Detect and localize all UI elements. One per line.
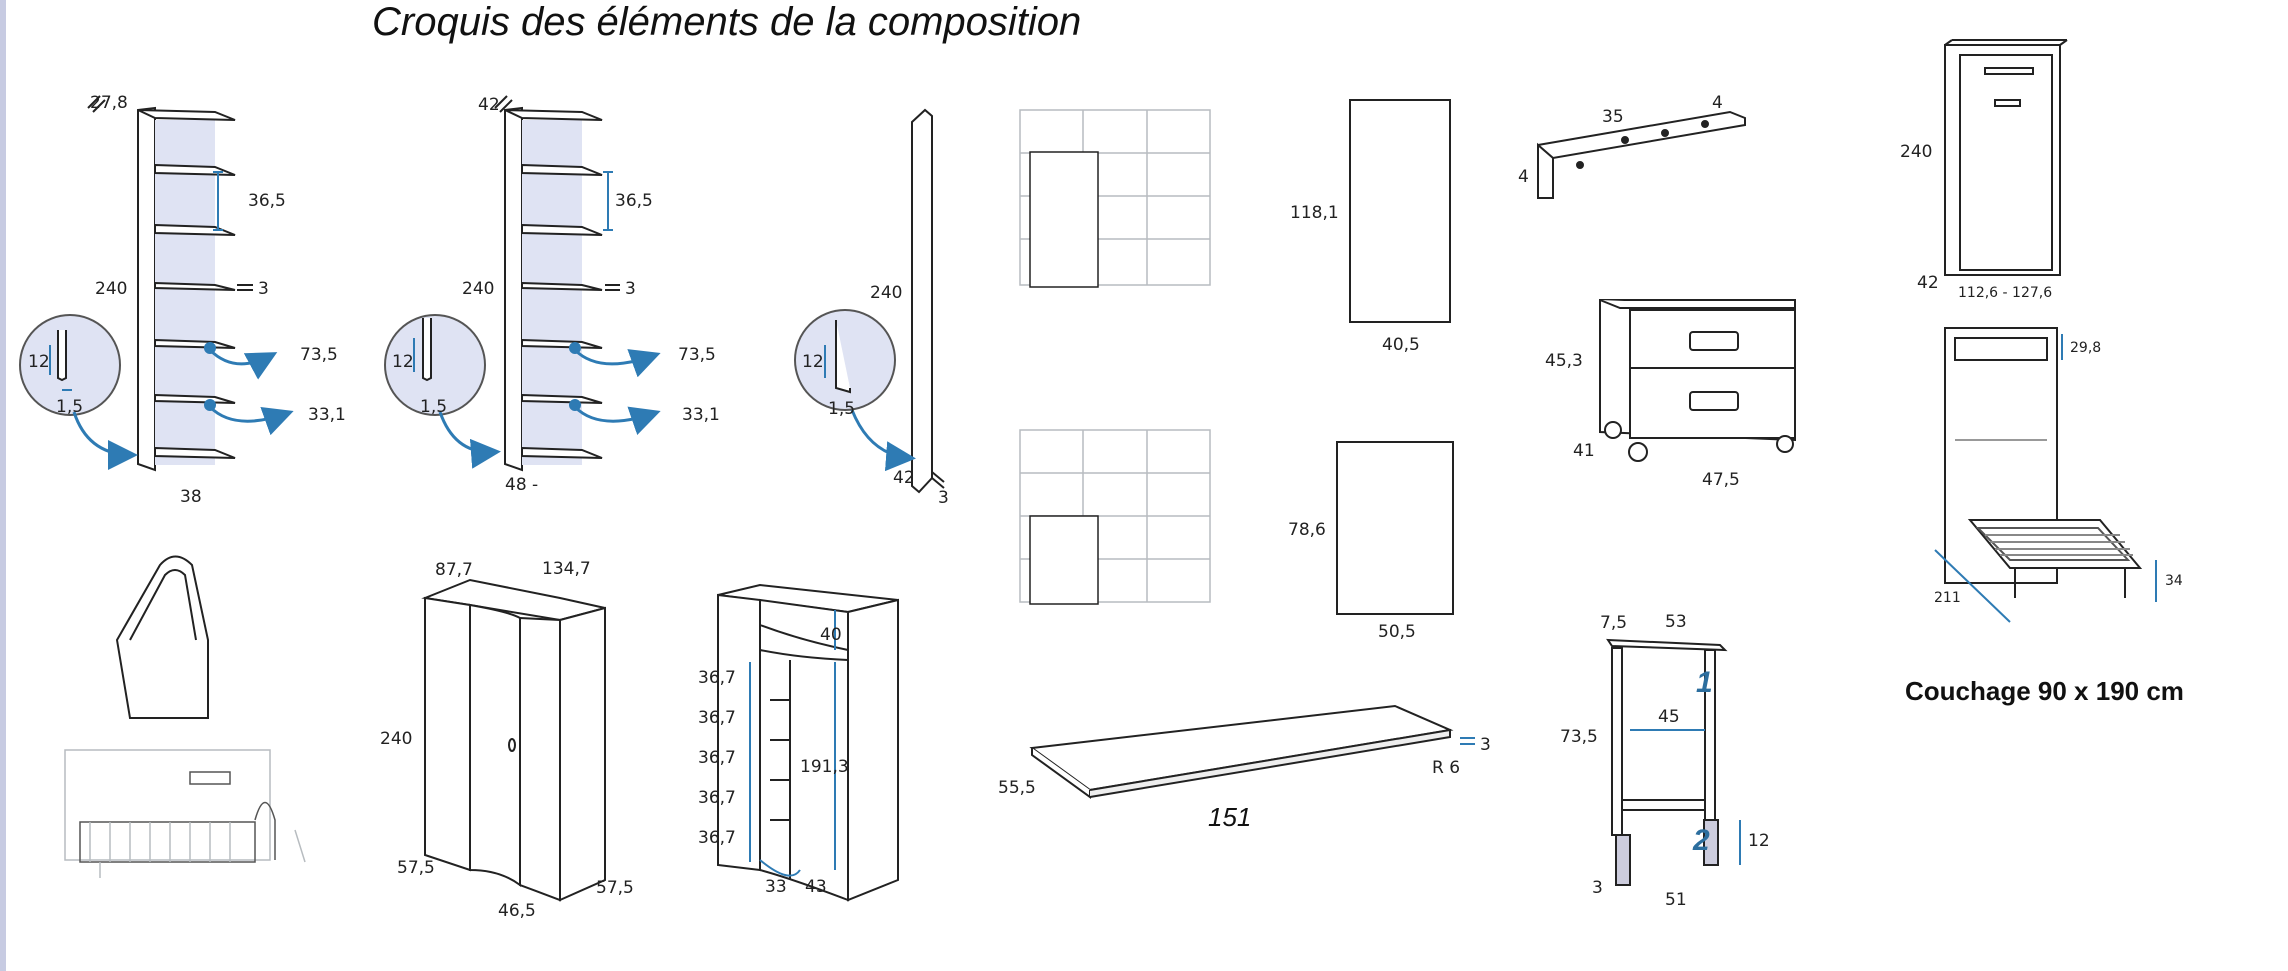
shelf2-arrow1-label: 73,5 bbox=[678, 345, 716, 365]
shelf2-spacing-label: 36,5 bbox=[615, 191, 653, 211]
side-panel bbox=[794, 108, 945, 494]
foldbed-height-label: 240 bbox=[1900, 142, 1932, 162]
wall-bracket bbox=[1537, 110, 1746, 199]
cube-bookcase-2 bbox=[1019, 429, 1211, 605]
desk-depth-label: 55,5 bbox=[998, 778, 1036, 798]
wardrobe-w2-label: 134,7 bbox=[542, 559, 591, 579]
shelf1-top-label: 27,8 bbox=[90, 93, 128, 113]
shelf2-inset-w-label: 1,5 bbox=[420, 397, 447, 417]
foldbed-leg-label: 34 bbox=[2165, 573, 2183, 589]
desk-leg-bottom-label: 51 bbox=[1665, 890, 1687, 910]
door-panel-1-width-label: 40,5 bbox=[1382, 335, 1420, 355]
desk-leg bbox=[1606, 638, 1741, 886]
cube-bookcase-1 bbox=[1019, 109, 1211, 288]
door-panel-2 bbox=[1336, 441, 1454, 615]
shelf1-bottom-label: 38 bbox=[180, 487, 202, 507]
shelf1-thickness-label: 3 bbox=[258, 279, 269, 299]
side-panel-height-label: 240 bbox=[870, 283, 902, 303]
wardrobe-height-label: 240 bbox=[380, 729, 412, 749]
shelf1-arrow2-label: 33,1 bbox=[308, 405, 346, 425]
side-panel-inset-h-label: 12 bbox=[802, 352, 824, 372]
foldbed-top-label: 29,8 bbox=[2070, 340, 2101, 356]
shelf1-inset-h-label: 12 bbox=[28, 352, 50, 372]
door-panel-1-height-label: 118,1 bbox=[1290, 203, 1339, 223]
desk-leg-foot-label: 12 bbox=[1748, 831, 1770, 851]
desk-leg-length-label: 53 bbox=[1665, 612, 1687, 632]
shelf-2-boards bbox=[521, 163, 603, 459]
wardrobe-side-a-label: 57,5 bbox=[397, 858, 435, 878]
foldbed-caption: Couchage 90 x 190 cm bbox=[1905, 676, 2184, 706]
foldbed-open bbox=[1934, 327, 2157, 623]
shelf2-top-label: 42 bbox=[478, 95, 500, 115]
corner-unit-top-label: 40 bbox=[820, 625, 842, 645]
foldbed-closed bbox=[1944, 39, 2068, 276]
shelf1-spacing-label: 36,5 bbox=[248, 191, 286, 211]
shelf2-thickness-label: 3 bbox=[625, 279, 636, 299]
shelf2-bottom-label: 48 - bbox=[505, 475, 538, 495]
corner-unit-shelf-3-label: 36,7 bbox=[698, 748, 736, 768]
side-panel-depth-label: 42 bbox=[893, 468, 915, 488]
side-panel-thickness-label: 3 bbox=[938, 488, 949, 508]
shelf-unit-1 bbox=[19, 95, 294, 472]
bracket-side-label: 4 bbox=[1518, 167, 1529, 187]
desk-leg-base-label: 3 bbox=[1592, 878, 1603, 898]
bracket-length-label: 35 bbox=[1602, 107, 1624, 127]
desk-leg-width-label: 45 bbox=[1658, 707, 1680, 727]
desk-thickness-label: 3 bbox=[1480, 735, 1491, 755]
corner-unit-b2-label: 43 bbox=[805, 877, 827, 897]
nightstand-depth-label: 41 bbox=[1573, 441, 1595, 461]
page-border bbox=[0, 0, 6, 971]
desk-radius-label: R 6 bbox=[1432, 758, 1460, 778]
desk-leg-step-2: 2 bbox=[1692, 824, 1710, 857]
horizontal-foldbed bbox=[64, 749, 306, 878]
shelf2-arrow2-label: 33,1 bbox=[682, 405, 720, 425]
shelf-unit-2 bbox=[384, 95, 661, 472]
corner-unit-shelf-4-label: 36,7 bbox=[698, 788, 736, 808]
shelf1-height-label: 240 bbox=[95, 279, 127, 299]
shelf1-inset-w-label: 1,5 bbox=[56, 397, 83, 417]
nightstand-width-label: 47,5 bbox=[1702, 470, 1740, 490]
shelf1-arrow1-label: 73,5 bbox=[300, 345, 338, 365]
foldbed-open-depth-label: 211 bbox=[1934, 590, 1961, 606]
desk-top bbox=[1029, 704, 1475, 799]
door-panel-1 bbox=[1349, 99, 1451, 323]
nightstand-height-label: 45,3 bbox=[1545, 351, 1583, 371]
wardrobe-side-b-label: 57,5 bbox=[596, 878, 634, 898]
desk-leg-height-label: 73,5 bbox=[1560, 727, 1598, 747]
desk-leg-step-1: 1 bbox=[1696, 666, 1713, 699]
corner-unit-shelf-5-label: 36,7 bbox=[698, 828, 736, 848]
page-title: Croquis des éléments de la composition bbox=[372, 0, 1082, 44]
mirror bbox=[115, 555, 209, 719]
wardrobe-w1-label: 87,7 bbox=[435, 560, 473, 580]
bracket-depth-label: 4 bbox=[1712, 93, 1723, 113]
desk-length-label: 151 bbox=[1208, 802, 1251, 832]
corner-unit bbox=[717, 583, 899, 902]
corner-unit-b1-label: 33 bbox=[765, 877, 787, 897]
shelf2-inset-h-label: 12 bbox=[392, 352, 414, 372]
nightstand bbox=[1599, 299, 1796, 462]
corner-unit-shelf-2-label: 36,7 bbox=[698, 708, 736, 728]
foldbed-depth-label: 42 bbox=[1917, 273, 1939, 293]
side-panel-inset-w-label: 1,5 bbox=[828, 399, 855, 419]
desk-leg-top-label: 7,5 bbox=[1600, 613, 1627, 633]
corner-wardrobe bbox=[421, 578, 606, 902]
corner-unit-shelf-1-label: 36,7 bbox=[698, 668, 736, 688]
door-panel-2-width-label: 50,5 bbox=[1378, 622, 1416, 642]
foldbed-width-label: 112,6 - 127,6 bbox=[1958, 285, 2052, 301]
shelf-1-boards bbox=[154, 163, 236, 459]
door-panel-2-height-label: 78,6 bbox=[1288, 520, 1326, 540]
corner-unit-inner-label: 191,3 bbox=[800, 757, 849, 777]
shelf2-height-label: 240 bbox=[462, 279, 494, 299]
wardrobe-curve-label: 46,5 bbox=[498, 901, 536, 921]
